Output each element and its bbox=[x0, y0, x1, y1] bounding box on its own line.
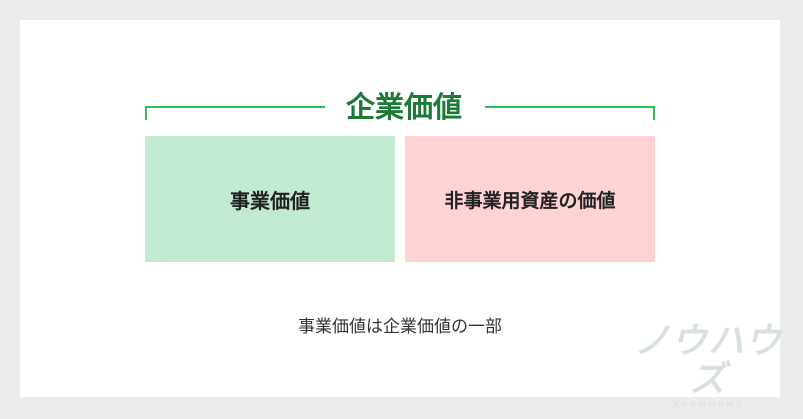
non-business-asset-value-box: 非事業用資産の価値 bbox=[405, 136, 655, 262]
diagram-card: 企業価値 事業価値 非事業用資産の価値 事業価値は企業価値の一部 bbox=[20, 20, 780, 397]
business-value-box: 事業価値 bbox=[145, 136, 395, 262]
knowhows-logo: ノウハウズ KnowHows bbox=[623, 323, 793, 411]
diagram-caption: 事業価値は企業価値の一部 bbox=[298, 317, 502, 337]
business-value-label: 事業価値 bbox=[230, 188, 310, 213]
title-bracket-left bbox=[145, 106, 325, 120]
diagram-title: 企業価値 bbox=[345, 90, 462, 124]
logo-wordmark: ノウハウズ bbox=[633, 321, 782, 400]
non-business-asset-value-label: 非事業用資産の価値 bbox=[444, 189, 616, 212]
title-bracket-right bbox=[485, 106, 655, 120]
logo-subtext: KnowHows bbox=[672, 399, 744, 410]
